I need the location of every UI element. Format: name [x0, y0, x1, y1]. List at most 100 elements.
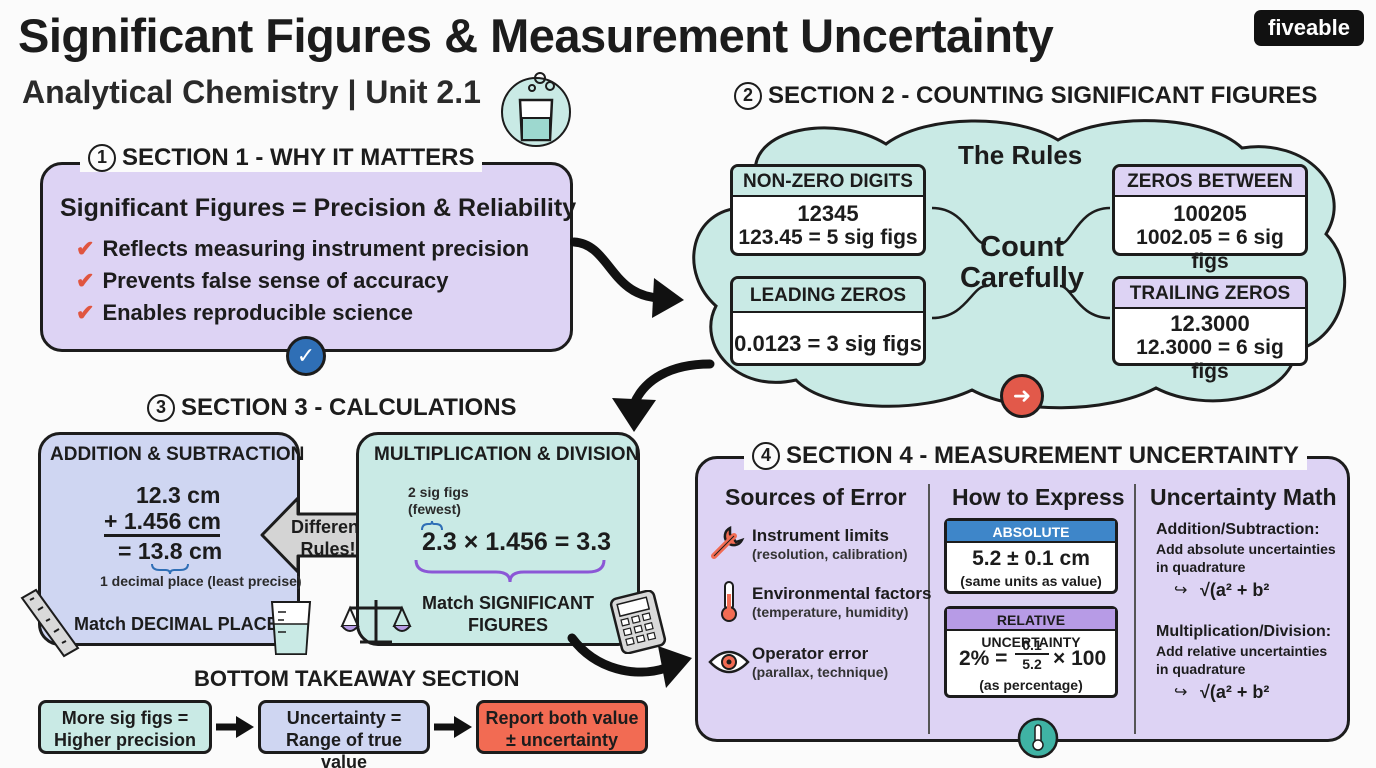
arrow-right-icon	[434, 716, 472, 738]
error-source-title: Instrument limits	[752, 526, 889, 545]
math-title: Uncertainty Math	[1150, 484, 1337, 510]
rule-value: 12.3000	[1170, 311, 1250, 336]
arrow-to-section4-icon	[567, 633, 692, 688]
check-mark-icon: ✔	[76, 268, 95, 293]
sum-line	[104, 534, 220, 537]
page-title: Significant Figures & Measurement Uncert…	[18, 9, 1054, 62]
rule-label: TRAILING ZEROS	[1115, 279, 1305, 309]
curved-arrow-icon: ↪	[1174, 684, 1188, 701]
section3-heading-text: SECTION 3 - CALCULATIONS	[181, 394, 517, 421]
eye-icon	[708, 650, 750, 674]
section2-heading-text: SECTION 2 - COUNTING SIGNIFICANT FIGURES	[768, 82, 1318, 109]
rule-example: 12.3000 = 6 sig figs	[1136, 336, 1284, 383]
column-divider	[1134, 484, 1136, 734]
section4-number: 4	[752, 442, 780, 470]
relative-lhs: 2% =	[959, 647, 1008, 670]
takeaway-card: More sig figs = Higher precision	[38, 700, 212, 754]
takeaway-card: Uncertainty = Range of true value	[258, 700, 430, 768]
error-source-detail: (resolution, calibration)	[752, 546, 908, 562]
math-add-title: Addition/Subtraction:	[1156, 521, 1320, 538]
math-mul-title: Multiplication/Division:	[1156, 623, 1332, 640]
rule-value: 12345	[797, 201, 859, 226]
absolute-uncertainty-card: ABSOLUTE UNCERTAINTY 5.2 ± 0.1 cm (same …	[944, 518, 1118, 594]
multiplication-note: 2 sig figs (fewest)	[408, 484, 469, 517]
check-mark-icon: ✔	[76, 236, 95, 261]
arrow-to-section3-icon	[612, 359, 715, 432]
absolute-label: ABSOLUTE UNCERTAINTY	[947, 521, 1115, 562]
arrow-badge-icon: ➜	[1000, 374, 1044, 418]
ruler-icon	[20, 588, 80, 658]
section1-heading-text: SECTION 1 - WHY IT MATTERS	[122, 144, 475, 171]
section1-item: ✔ Enables reproducible science	[76, 300, 413, 326]
relative-label: RELATIVE UNCERTAINTY	[947, 609, 1115, 650]
math-add-formula: √(a² + b²	[1200, 580, 1270, 600]
section1-number: 1	[88, 144, 116, 172]
measuring-cup-icon	[270, 601, 312, 655]
express-title: How to Express	[952, 484, 1125, 510]
math-mul-text: Add relative uncertainties in quadrature	[1156, 643, 1328, 677]
count-carefully-label: Count Carefully	[959, 231, 1085, 294]
rule-example: 0.0123 = 3 sig figs	[734, 331, 922, 356]
arrow-right-icon	[216, 716, 254, 738]
relative-rhs: × 100	[1053, 647, 1107, 670]
curved-arrow-icon: ↪	[1174, 582, 1188, 599]
section1-item-text: Prevents false sense of accuracy	[102, 268, 449, 293]
rule-label: LEADING ZEROS	[733, 279, 923, 313]
rule-label: ZEROS BETWEEN	[1115, 167, 1305, 197]
multiplication-title: MULTIPLICATION & DIVISION	[374, 444, 640, 465]
arrow-to-section2-icon	[570, 237, 684, 318]
column-divider	[928, 484, 930, 734]
section2-number: 2	[734, 82, 762, 110]
match-brace-icon	[414, 559, 606, 583]
bottom-takeaway-heading: BOTTOM TAKEAWAY SECTION	[194, 666, 520, 691]
addition-footer: Match DECIMAL PLACES	[74, 614, 291, 634]
relative-numerator: 0.1	[1015, 637, 1049, 655]
rule-card-non-zero: NON-ZERO DIGITS 12345 123.45 = 5 sig fig…	[730, 164, 926, 256]
sources-title: Sources of Error	[725, 484, 907, 510]
addition-note: 1 decimal place (least precise)	[100, 573, 302, 589]
error-source-title: Operator error	[752, 644, 869, 663]
rule-label: NON-ZERO DIGITS	[733, 167, 923, 197]
sig-brace-icon	[421, 520, 443, 531]
section3-number: 3	[147, 394, 175, 422]
absolute-note: (same units as value)	[960, 573, 1102, 589]
rule-card-leading-zeros: LEADING ZEROS 0.0123 = 3 sig figs	[730, 276, 926, 366]
section4-heading-text: SECTION 4 - MEASUREMENT UNCERTAINTY	[786, 442, 1299, 469]
section1-main-statement: Significant Figures = Precision & Reliab…	[60, 194, 577, 222]
different-rules-label: Different Rules!	[290, 517, 365, 559]
error-source-detail: (parallax, technique)	[752, 664, 889, 680]
fiveable-logo[interactable]: fiveable	[1254, 10, 1364, 46]
section1-item: ✔Reflects measuring instrument precision	[76, 236, 529, 262]
multiplication-footer: Match SIGNIFICANT FIGURES	[421, 593, 594, 635]
relative-uncertainty-card: RELATIVE UNCERTAINTY 2% = 0.1 5.2 × 100 …	[944, 606, 1118, 698]
addition-result: = 13.8 cm	[118, 538, 223, 564]
rule-card-trailing-zeros: TRAILING ZEROS 12.3000 12.3000 = 6 sig f…	[1112, 276, 1308, 383]
math-add-text: Add absolute uncertainties in quadrature	[1156, 541, 1336, 575]
addition-line2: + 1.456 cm	[104, 508, 222, 534]
rule-card-zeros-between: ZEROS BETWEEN 100205 1002.05 = 6 sig fig…	[1112, 164, 1308, 273]
error-source-title: Environmental factors	[752, 584, 932, 603]
check-mark-icon: ✔	[76, 300, 95, 325]
balance-scale-icon	[340, 600, 412, 644]
page-subtitle: Analytical Chemistry | Unit 2.1	[22, 74, 481, 110]
addition-line1: 12.3 cm	[136, 482, 221, 508]
absolute-value: 5.2 ± 0.1 cm	[972, 547, 1090, 570]
section1-item-text: Enables reproducible science	[102, 300, 414, 325]
thermometer-badge-icon	[1017, 717, 1059, 759]
takeaway-card: Report both value ± uncertainty	[476, 700, 648, 754]
section1-item: ✔ Prevents false sense of accuracy	[76, 268, 449, 294]
thermometer-icon	[721, 581, 737, 622]
relative-denominator: 5.2	[1022, 656, 1042, 672]
addition-title: ADDITION & SUBTRACTION	[50, 444, 305, 465]
relative-note: (as percentage)	[979, 677, 1083, 693]
rule-example: 1002.05 = 6 sig figs	[1136, 226, 1284, 273]
math-mul-formula: √(a² + b²	[1200, 682, 1270, 702]
wrench-icon	[711, 526, 745, 559]
decimal-brace-icon	[151, 563, 189, 575]
calculator-icon	[609, 590, 667, 654]
error-source-detail: (temperature, humidity)	[752, 604, 909, 620]
rules-title: The Rules	[958, 140, 1083, 170]
